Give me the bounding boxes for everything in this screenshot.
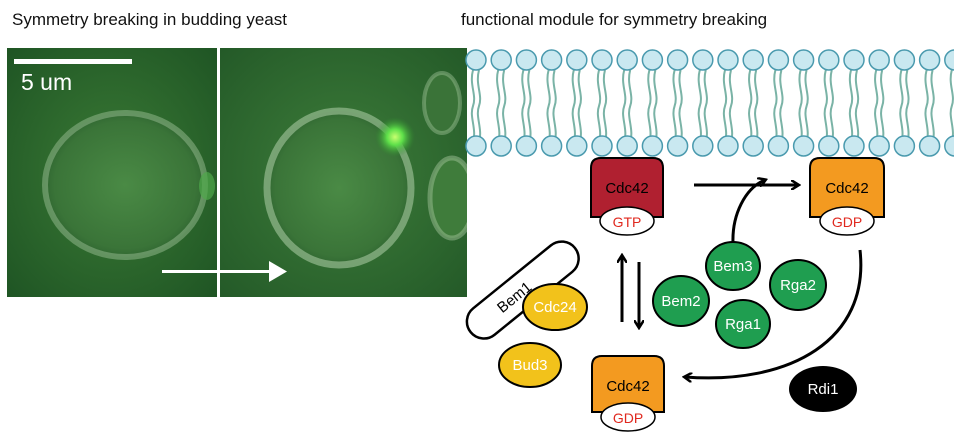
right-panel-title: functional module for symmetry breaking [461,10,768,29]
bem2-label: Bem2 [661,293,700,310]
scale-bar [14,59,132,64]
phospholipid [717,49,739,157]
neighbor-cell [427,155,467,241]
cdc42-gdp-membrane: Cdc42 GDP [809,157,885,236]
yeast-cell-before [42,110,208,260]
gdi-rdi1: Rdi1 [789,366,857,412]
gap-rga1: Rga1 [715,299,771,349]
phospholipid [742,49,764,157]
polarized-cdc42-spot [375,117,415,157]
phospholipid [767,49,790,157]
cell-edge-glow [199,172,215,200]
phospholipid [566,49,588,157]
phospholipid [893,49,916,157]
cdc24-label: Cdc24 [533,299,576,316]
phospholipid [944,49,954,157]
time-arrow [162,261,287,282]
phospholipid [641,49,664,157]
phospholipid [465,49,487,157]
gtp-label: GTP [613,214,642,230]
cdc42-gtp-membrane: Cdc42 GTP [590,157,664,236]
rga1-label: Rga1 [725,316,761,333]
phospholipid [666,49,689,157]
bem3-label: Bem3 [713,258,752,275]
gdp-bottom-label: GDP [613,410,643,426]
symmetry-breaking-module-diagram: Cdc42 GTP Cdc42 GDP Cdc42 GDP Bem3 Bem2 … [465,49,954,432]
bud3-label: Bud3 [512,357,547,374]
gdp-release-arrow [685,249,863,378]
nucleotide-exchange-arrows [622,256,639,327]
cdc42-gdp-bottom-label: Cdc42 [606,378,649,395]
yeast-cell-after [263,107,415,269]
scale-bar-label: 5 um [21,69,72,95]
phospholipid [616,49,638,157]
phospholipid [818,49,840,157]
phospholipid [490,49,512,157]
cdc42-gdp-cytosolic: Cdc42 GDP [591,355,665,432]
cdc42-gdp-right-label: Cdc42 [825,180,868,197]
phospholipid [843,49,865,157]
phospholipid [868,49,890,157]
phospholipid [792,49,815,157]
gap-bem3: Bem3 [705,241,761,291]
lipid-bilayer-membrane [465,49,954,157]
left-panel-title: Symmetry breaking in budding yeast [12,10,287,29]
gef-cdc24: Cdc24 [522,283,588,331]
neighbor-cell-top [422,71,462,135]
cdc42-gtp-label: Cdc42 [605,180,648,197]
gap-rga2: Rga2 [769,259,827,311]
phospholipid [918,49,941,157]
gdp-right-label: GDP [832,214,862,230]
phospholipid [515,49,538,157]
rdi1-label: Rdi1 [808,381,839,398]
gap-bem2: Bem2 [652,275,710,327]
rga2-label: Rga2 [780,277,816,294]
gap-stimulation-arrow [731,180,765,244]
phospholipid [540,49,563,157]
bud3: Bud3 [498,342,562,388]
yeast-micrograph: 5 um [7,48,467,297]
phospholipid [591,49,613,157]
phospholipid [692,49,714,157]
frame-divider [217,48,220,297]
